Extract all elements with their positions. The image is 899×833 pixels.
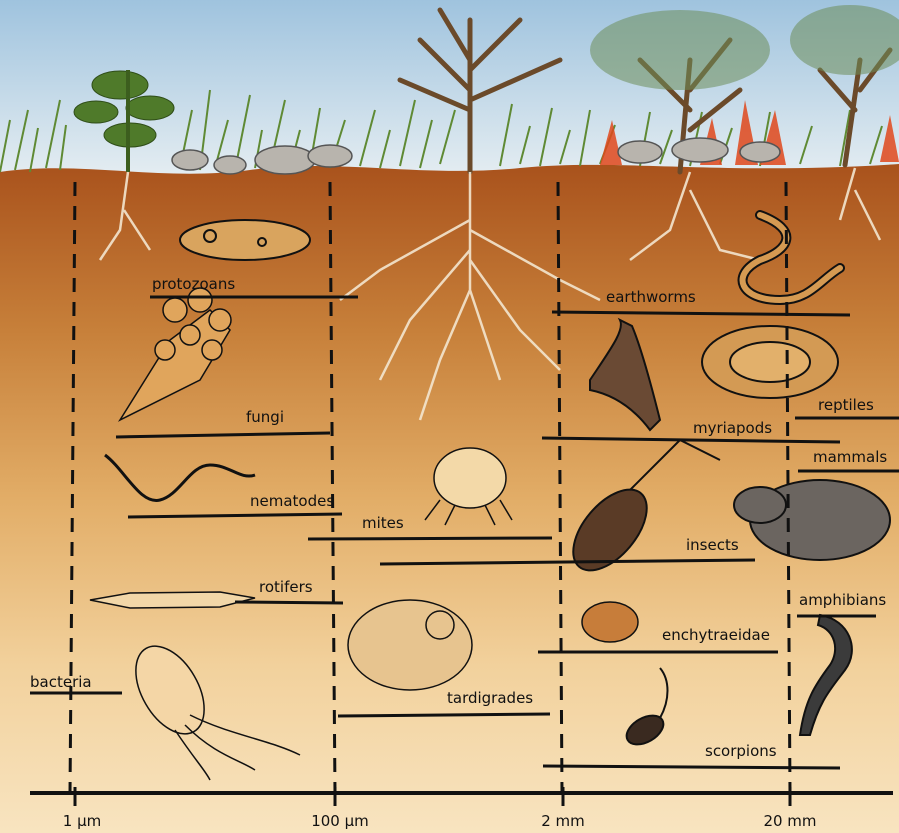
label-tardigrades: tardigrades <box>447 691 533 706</box>
tick-label-100um: 100 µm <box>311 814 369 829</box>
label-mammals: mammals <box>813 450 887 465</box>
label-mites: mites <box>362 516 404 531</box>
label-insects: insects <box>686 538 739 553</box>
enchytraeid-drawing <box>582 602 638 642</box>
bar-rotifers <box>235 602 343 603</box>
label-nematodes: nematodes <box>250 494 334 509</box>
label-enchytraeidae: enchytraeidae <box>662 628 770 643</box>
tick-label-1um: 1 µm <box>63 814 101 829</box>
label-protozoans: protozoans <box>152 277 235 292</box>
label-amphibians: amphibians <box>799 593 886 608</box>
label-earthworms: earthworms <box>606 290 696 305</box>
label-fungi: fungi <box>246 410 284 425</box>
tick-label-2mm: 2 mm <box>541 814 585 829</box>
label-rotifers: rotifers <box>259 580 313 595</box>
tardigrade-drawing <box>348 600 472 690</box>
label-scorpions: scorpions <box>705 744 777 759</box>
bar-tardigrades <box>338 714 550 716</box>
label-reptiles: reptiles <box>818 398 874 413</box>
protozoan-drawing <box>180 220 310 260</box>
tick-label-20mm: 20 mm <box>763 814 816 829</box>
label-bacteria: bacteria <box>30 675 92 690</box>
bar-mites <box>308 538 552 539</box>
bar-scorpions <box>543 766 840 768</box>
snake-drawing <box>702 326 838 398</box>
label-myriapods: myriapods <box>693 421 772 436</box>
